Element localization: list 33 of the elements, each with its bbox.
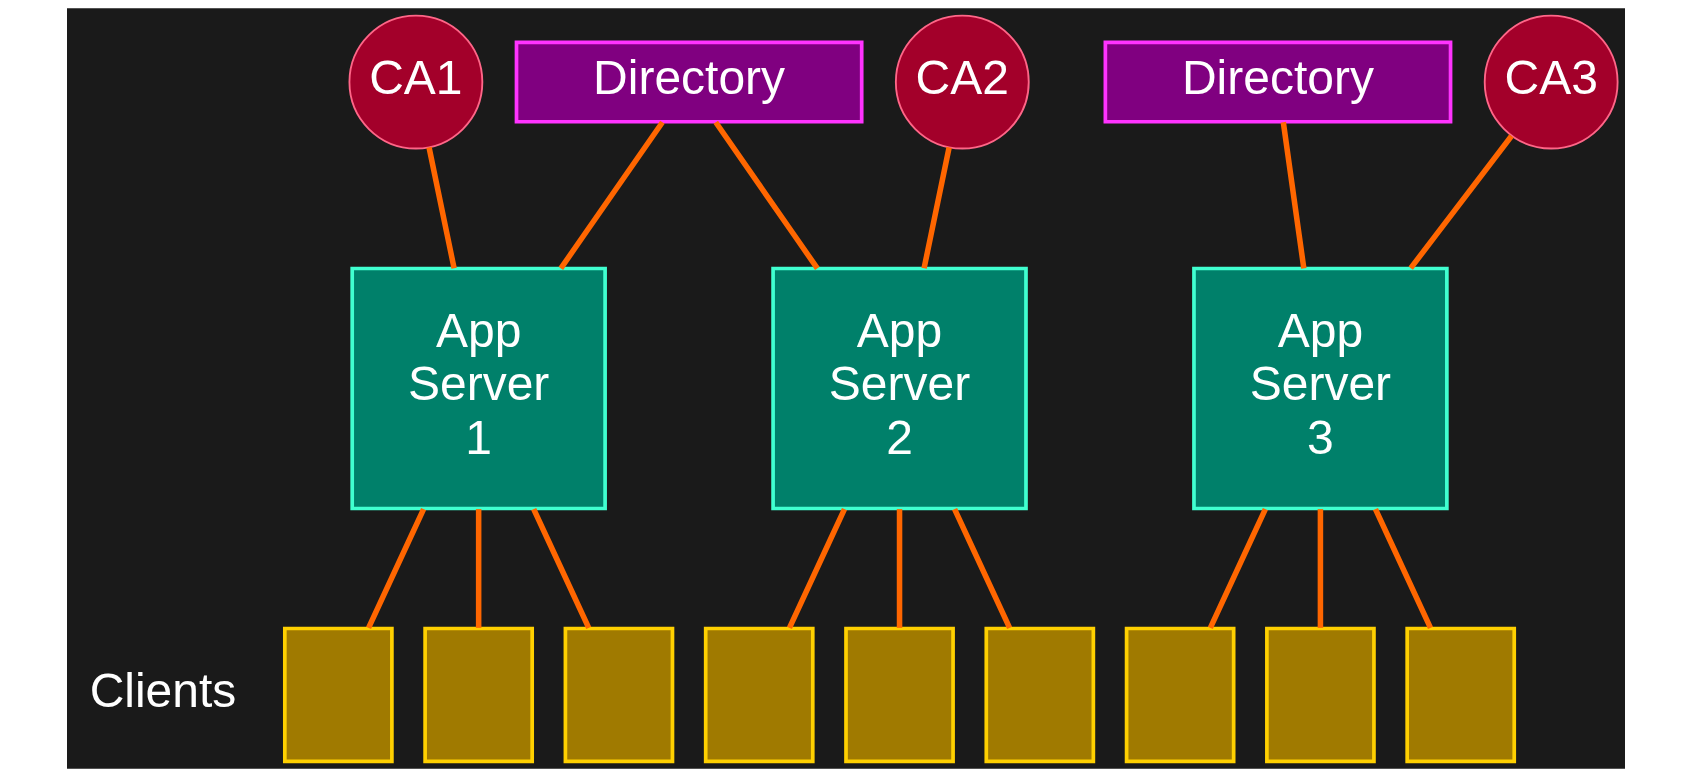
node-box: Directory <box>1103 40 1452 124</box>
connector <box>786 507 847 630</box>
connector <box>896 509 902 628</box>
node-box: App Server 1 <box>349 266 607 511</box>
node-box <box>1124 626 1235 764</box>
connector <box>530 507 591 630</box>
connector <box>951 507 1012 630</box>
node-circle: CA3 <box>1483 14 1619 150</box>
node-box <box>1404 626 1516 764</box>
node-box: Directory <box>514 40 864 124</box>
node-box <box>1264 626 1376 764</box>
connector <box>1280 121 1307 269</box>
connector <box>712 120 820 270</box>
node-box <box>282 626 394 764</box>
connector <box>1372 507 1433 630</box>
connector <box>1408 134 1514 270</box>
connector <box>1317 509 1323 628</box>
node-box <box>983 626 1095 764</box>
node-circle: CA2 <box>894 14 1030 150</box>
node-box <box>703 626 815 764</box>
connector <box>558 120 665 270</box>
connector <box>365 507 426 630</box>
connector <box>475 509 481 628</box>
node-box: App Server 2 <box>770 266 1028 511</box>
label: Clients <box>89 663 236 717</box>
node-box <box>563 626 674 764</box>
connector <box>425 146 457 269</box>
connector <box>1207 507 1268 630</box>
node-box <box>422 626 534 764</box>
node-box <box>843 626 955 764</box>
node-circle: CA1 <box>348 14 483 150</box>
connector <box>920 146 952 269</box>
node-box: App Server 3 <box>1191 266 1449 511</box>
